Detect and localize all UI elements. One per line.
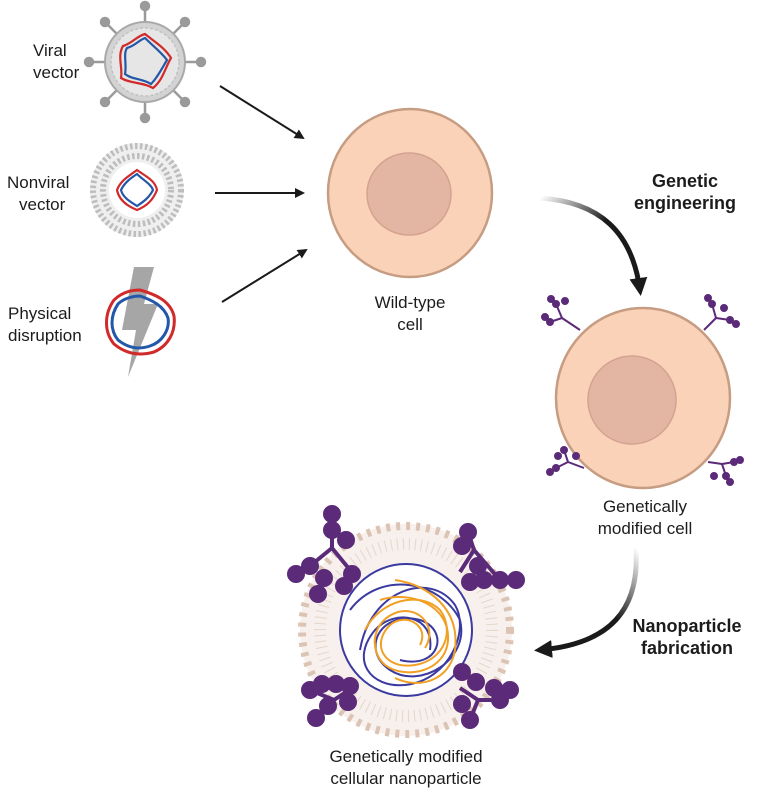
physical-disruption-icon	[105, 267, 176, 377]
nonviral-vector-icon	[90, 143, 184, 237]
label-viral-vector: Viral vector	[33, 41, 80, 82]
input-arrows	[215, 85, 308, 303]
arrow-genetic-engineering	[539, 195, 648, 296]
label-nonviral-vector: Nonviral vector	[7, 173, 70, 214]
arrow-viral-to-cell	[219, 85, 305, 140]
label-physical-disruption: Physical disruption	[8, 304, 82, 345]
arrow-nanoparticle-fabrication	[534, 547, 639, 658]
modified-cell-icon	[541, 294, 744, 490]
viral-vector-icon	[83, 0, 207, 124]
arrow-physical-to-cell	[221, 248, 308, 303]
label-genetically-modified-cell: Genetically modified cell	[597, 497, 693, 538]
label-nanoparticle-fabrication: Nanoparticle fabrication	[632, 616, 742, 658]
label-wild-type-cell: Wild-type cell	[374, 293, 446, 334]
label-genetic-engineering: Genetic engineering	[633, 171, 736, 213]
label-genetically-modified-nanoparticle: Genetically modified cellular nanopartic…	[329, 747, 483, 788]
wild-type-cell-icon	[326, 107, 494, 279]
cellular-nanoparticle-icon	[287, 505, 525, 738]
